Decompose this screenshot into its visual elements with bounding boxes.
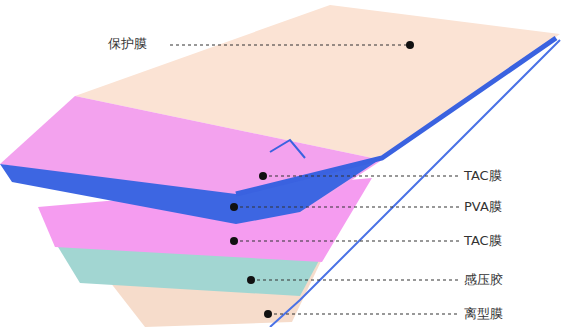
leader-dot bbox=[230, 203, 238, 211]
leader-dot bbox=[259, 172, 267, 180]
leader-dot bbox=[247, 276, 255, 284]
pva-layer bbox=[0, 158, 382, 224]
leader-line bbox=[268, 313, 460, 314]
leader-line bbox=[170, 44, 410, 45]
leader-dots bbox=[230, 41, 414, 318]
leader-dot bbox=[230, 237, 238, 245]
layer-label: 保护膜 bbox=[108, 36, 147, 52]
layer-label: TAC膜 bbox=[464, 233, 502, 249]
leader-lines bbox=[170, 45, 460, 314]
leader-line bbox=[263, 175, 460, 176]
leader-line bbox=[251, 279, 460, 280]
leader-line bbox=[234, 240, 460, 241]
layer-label: PVA膜 bbox=[464, 199, 502, 215]
leader-dot bbox=[264, 310, 272, 318]
peel-fold bbox=[270, 140, 305, 158]
pva-edge bbox=[236, 38, 556, 194]
film-edge bbox=[270, 40, 560, 327]
leader-line bbox=[234, 206, 460, 207]
layer-label: TAC膜 bbox=[464, 168, 502, 184]
layer-label: 感压胶 bbox=[464, 272, 503, 288]
leader-dot bbox=[406, 41, 414, 49]
layer-label: 离型膜 bbox=[464, 306, 503, 322]
